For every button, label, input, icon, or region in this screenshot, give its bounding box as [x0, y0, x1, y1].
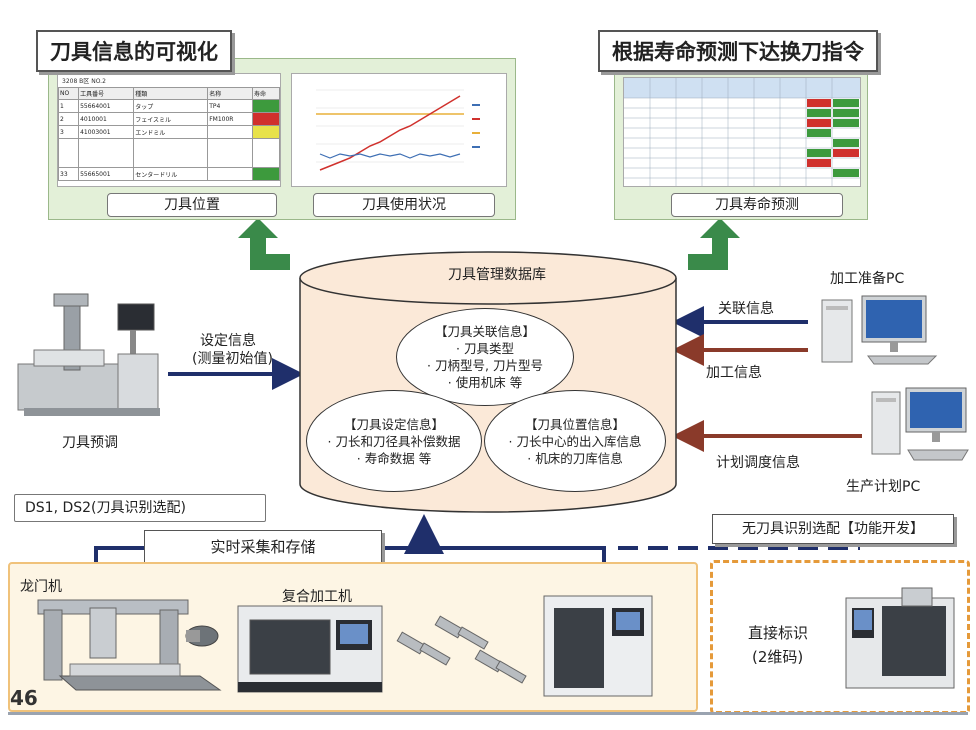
label-compound: 复合加工机: [282, 589, 352, 605]
table-cell: FM100R: [207, 112, 253, 126]
label-gantry: 龙门机: [20, 579, 62, 595]
setting-info-line: · 刀长和刀径具补偿数据: [327, 433, 461, 449]
sheet-headline: 3208 B区 NO.2: [62, 78, 106, 85]
database-title: 刀具管理数据库: [448, 267, 546, 283]
label-tool-usage: 刀具使用状况: [313, 193, 495, 217]
life-status-cell: [252, 167, 280, 181]
table-row: 33 55665001 センタードリル: [57, 167, 280, 181]
table-row: 3 41003001 エンドミル: [57, 125, 280, 139]
table-cell: 3: [57, 125, 80, 139]
table-cell: エンドミル: [133, 125, 209, 139]
life-status-cell: [252, 112, 280, 126]
cnc-machine-icon: [543, 595, 653, 697]
table-header: 寿命: [252, 87, 280, 100]
table-cell: 55665001: [78, 167, 135, 181]
assoc-info-line: · 使用机床 等: [447, 375, 523, 390]
setting-info-title: 【刀具设定信息】: [343, 416, 444, 432]
label-setting-info: 设定信息: [200, 333, 256, 349]
table-cell: 1: [57, 99, 80, 113]
table-cell: 4010001: [78, 112, 135, 126]
tool-position-table: NO 工具番号 種類 名称 寿命 1 55664001 タップ TP4 2 40…: [57, 87, 280, 181]
location-info-title: 【刀具位置信息】: [524, 416, 625, 432]
usage-series: [319, 95, 461, 171]
label-ds-option: DS1, DS2(刀具识别选配): [14, 494, 266, 522]
usage-line-chart: [316, 89, 480, 171]
location-info-line: · 刀长中心的出入库信息: [508, 433, 642, 449]
table-cell: [207, 125, 253, 139]
life-prediction-sheet: [623, 77, 861, 187]
table-row: 1 55664001 タップ TP4: [57, 99, 280, 113]
secondary-series: [319, 153, 461, 159]
label-prep-pc: 加工准备PC: [830, 271, 905, 287]
title-tool-change-command: 根据寿命预测下达换刀指令: [598, 30, 878, 72]
table-cell: [57, 138, 80, 168]
label-tool-life-prediction: 刀具寿命预测: [671, 193, 843, 217]
table-cell: フェイスミル: [133, 112, 209, 126]
bottom-divider: [8, 712, 968, 715]
tool-usage-chart: [291, 73, 507, 187]
life-prediction-panel: 刀具寿命预测: [614, 58, 868, 220]
assoc-info-line: · 刀柄型号, 刀片型号: [427, 358, 543, 373]
label-no-tool-id: 无刀具识别选配【功能开发】: [712, 514, 954, 544]
table-cell: 2: [57, 112, 80, 126]
label-tool-position: 刀具位置: [107, 193, 277, 217]
table-row: 2 4010001 フェイスミル FM100R: [57, 112, 280, 126]
setting-info-line: · 寿命数据 等: [356, 450, 432, 466]
table-cell: [207, 167, 253, 181]
table-header: NO: [57, 87, 80, 100]
table-cell: [252, 138, 280, 168]
table-header: 種類: [133, 87, 209, 100]
table-header: 工具番号: [78, 87, 135, 100]
table-cell: 33: [57, 167, 80, 181]
cnc-machine-icon: [845, 587, 955, 689]
table-cell: タップ: [133, 99, 209, 113]
desktop-pc-icon: [871, 387, 969, 461]
tool-location-info: 【刀具位置信息】 · 刀长中心的出入库信息 · 机床的刀库信息: [484, 390, 666, 492]
label-realtime-collect: 实时采集和存储: [144, 530, 382, 564]
table-cell: 55664001: [78, 99, 135, 113]
life-status-cell: [252, 99, 280, 113]
green-arrow-left: [238, 218, 290, 270]
label-measure-initial: (测量初始值): [192, 351, 273, 367]
tool-setting-info: 【刀具设定信息】 · 刀长和刀径具补偿数据 · 寿命数据 等: [306, 390, 482, 492]
tool-association-info: 【刀具关联信息】 · 刀具类型 · 刀柄型号, 刀片型号 · 使用机床 等: [396, 308, 574, 406]
label-assoc-info: 关联信息: [718, 301, 774, 317]
label-planning-pc: 生产计划PC: [846, 479, 921, 495]
title-visualization: 刀具信息的可视化: [36, 30, 232, 72]
assoc-info-line: · 刀具类型: [456, 341, 514, 356]
table-header-row: NO 工具番号 種類 名称 寿命: [57, 87, 280, 100]
label-direct-marking: 直接标识: [748, 624, 809, 642]
location-info-line: · 机床的刀库信息: [527, 450, 623, 466]
tool-position-sheet: 3208 B区 NO.2 NO 工具番号 種類 名称 寿命 1 55664001…: [57, 73, 281, 187]
label-process-info: 加工信息: [706, 365, 762, 381]
label-schedule-info: 计划调度信息: [716, 455, 800, 471]
table-cell: センタードリル: [133, 167, 209, 181]
table-cell: [207, 138, 253, 168]
table-header: 名称: [207, 87, 253, 100]
cnc-machine-icon: [237, 605, 383, 693]
desktop-pc-icon: [821, 295, 938, 365]
table-cell: [78, 138, 135, 168]
visualization-panel: 3208 B区 NO.2 NO 工具番号 種類 名称 寿命 1 55664001…: [48, 58, 516, 220]
green-arrow-right: [688, 218, 740, 270]
gantry-machine-icon: [37, 599, 222, 691]
table-row: [57, 138, 280, 168]
life-prediction-grid: [624, 78, 860, 186]
tool-presetter-icon: [17, 293, 160, 416]
page-number: 46: [10, 686, 38, 710]
life-status-cell: [252, 125, 280, 139]
label-tool-presetter: 刀具预调: [62, 435, 118, 451]
table-cell: TP4: [207, 99, 253, 113]
table-cell: 41003001: [78, 125, 135, 139]
assoc-info-title: 【刀具关联信息】: [434, 324, 535, 339]
table-cell: [133, 138, 209, 168]
label-2d-code: (2维码): [752, 648, 804, 666]
tool-holder-icon: [396, 615, 527, 684]
